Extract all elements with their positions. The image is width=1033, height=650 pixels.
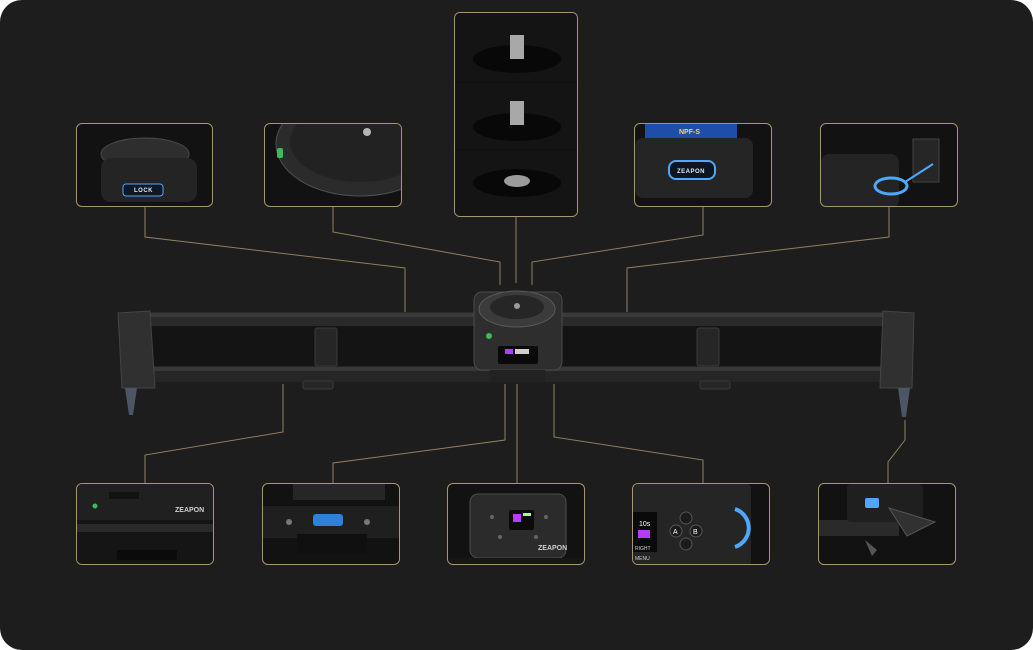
rail-supports — [302, 327, 731, 390]
connector-buttons — [553, 384, 704, 483]
callout-clamp — [262, 483, 400, 565]
connector-leg — [887, 420, 906, 483]
callout-screws — [454, 12, 578, 217]
callout-buttons: 10s RIGHT MENU A B — [632, 483, 770, 565]
callout-lock: LOCK — [76, 123, 213, 207]
callout-leg — [818, 483, 956, 565]
slider-carriage — [473, 290, 563, 382]
connector-bracket — [626, 207, 890, 318]
side-label: RIGHT — [635, 546, 651, 552]
connector-lock — [144, 207, 406, 320]
menu-label: MENU — [635, 556, 650, 562]
callout-battery: NPF-S ZEAPON — [634, 123, 772, 207]
left-end-cap — [117, 310, 156, 415]
battery-label: NPF-S — [679, 129, 700, 136]
lock-label: LOCK — [134, 188, 153, 194]
callout-bracket — [820, 123, 958, 207]
button-a-label: A — [673, 529, 678, 536]
callout-front-panel: ZEAPON — [76, 483, 214, 565]
battery-brand-label: ZEAPON — [677, 169, 705, 175]
connector-clamp — [332, 384, 506, 483]
connector-battery — [531, 207, 704, 285]
screen-value: 10s — [639, 521, 651, 528]
connector-front-panel — [144, 384, 284, 483]
callout-dial — [264, 123, 402, 207]
callout-controller: ZEAPON — [447, 483, 585, 565]
front-panel-brand: ZEAPON — [175, 507, 204, 514]
connector-dial — [332, 207, 501, 285]
controller-brand: ZEAPON — [538, 545, 567, 552]
connector-lines — [144, 207, 906, 483]
button-b-label: B — [693, 529, 698, 536]
right-end-cap — [879, 310, 915, 417]
